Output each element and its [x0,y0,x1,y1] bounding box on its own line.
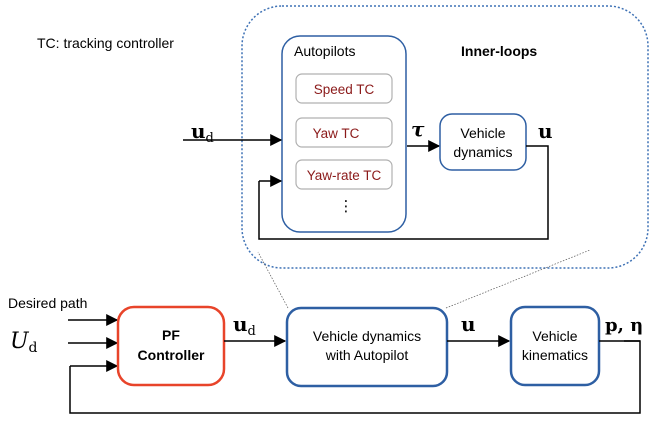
autopilots-title: Autopilots [294,43,355,59]
zoom-line-right [445,249,591,309]
legend-note: TC: tracking controller [37,35,174,51]
yaw-rate-tc-label: Yaw-rate TC [307,168,382,183]
yaw-tc-label: Yaw TC [313,126,360,141]
inner-loops-container [241,5,649,269]
vehicle-kinematics-label-2: kinematics [522,347,588,363]
inner-loops-title: Inner-loops [461,43,537,59]
pf-controller-box [116,305,226,387]
inner-vehicle-dynamics-label-2: dynamics [453,144,512,160]
inner-u-out-label: u [538,119,553,143]
inner-feedback-line [258,145,549,240]
output-p-eta-label: p, η [605,315,643,336]
tau-label: τ [411,117,425,141]
pf-controller-label-1: PF [162,327,180,343]
speed-tc-label: Speed TC [314,82,375,97]
vehicle-autopilot-label-2: with Autopilot [325,347,409,363]
speed-tc-box [295,73,393,104]
vehicle-kinematics-label-1: Vehicle [532,328,577,344]
more-controllers-ellipsis: ⋮ [339,198,354,215]
inner-vehicle-dynamics-label-1: Vehicle [460,125,505,141]
vehicle-autopilot-label-1: Vehicle dynamics [313,328,421,344]
pf-controller-label-2: Controller [138,347,205,363]
inner-ud-label: ud [191,119,214,146]
zoom-line-left [257,251,289,309]
desired-path-label: Desired path [8,295,87,311]
yaw-tc-box [295,117,393,148]
outer-u-label: u [461,312,476,336]
vehicle-autopilot-box [285,306,449,388]
outer-ud-label: ud [233,312,256,339]
vehicle-kinematics-box [509,305,601,387]
yaw-rate-tc-box [295,159,393,190]
inner-vehicle-dynamics-box [439,113,527,171]
Ud-label: Ud [10,329,38,356]
